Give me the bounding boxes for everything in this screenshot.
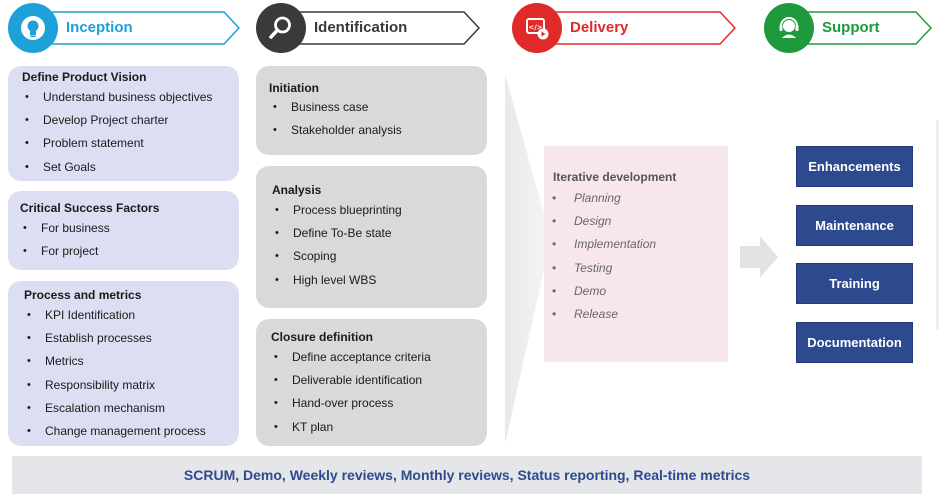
card-analysis: Analysis Process blueprinting Define To-… (256, 166, 487, 308)
support-item-training: Training (796, 263, 913, 304)
list-item: High level WBS (275, 269, 402, 292)
list-item: Responsibility matrix (27, 374, 206, 397)
phase-inception: Inception (8, 3, 240, 53)
list-item: Metrics (27, 350, 206, 373)
arrow-right-icon (740, 236, 778, 278)
card-title: Iterative development (553, 170, 677, 184)
card-title: Define Product Vision (22, 70, 147, 84)
list-item: Hand-over process (274, 392, 431, 415)
list-item: Define To-Be state (275, 222, 402, 245)
list-item: Testing (552, 257, 656, 280)
phase-title: Support (822, 19, 880, 36)
list-item: Change management process (27, 420, 206, 443)
list-item: Problem statement (25, 132, 212, 155)
list-item: KT plan (274, 416, 431, 439)
phase-identification: Identification (256, 3, 480, 53)
list-item: Implementation (552, 233, 656, 256)
list-item: Design (552, 210, 656, 233)
list-item: Scoping (275, 245, 402, 268)
card-title: Critical Success Factors (20, 201, 160, 215)
list-item: Deliverable identification (274, 369, 431, 392)
edge-divider (936, 120, 939, 330)
support-item-maintenance: Maintenance (796, 205, 913, 246)
phase-title: Delivery (570, 19, 629, 36)
list-item: Release (552, 303, 656, 326)
card-iterative-development: Iterative development Planning Design Im… (544, 146, 728, 362)
lightbulb-icon (8, 3, 58, 53)
card-title: Initiation (269, 81, 319, 95)
card-closure-definition: Closure definition Define acceptance cri… (256, 319, 487, 446)
list-item: Develop Project charter (25, 109, 212, 132)
list-item: For project (23, 240, 110, 263)
list-item: Business case (273, 96, 402, 119)
list-item: Understand business objectives (25, 86, 212, 109)
headset-agent-icon (764, 3, 814, 53)
flow-arrow-shape (505, 74, 551, 444)
card-title: Closure definition (271, 330, 373, 344)
card-title: Analysis (272, 183, 322, 197)
phase-title: Inception (66, 19, 133, 36)
list-item: Establish processes (27, 327, 206, 350)
list-item: KPI Identification (27, 304, 206, 327)
card-title: Process and metrics (24, 288, 142, 302)
phase-support: Support (764, 3, 932, 53)
footer-banner: SCRUM, Demo, Weekly reviews, Monthly rev… (12, 456, 922, 494)
list-item: Escalation mechanism (27, 397, 206, 420)
card-process-and-metrics: Process and metrics KPI Identification E… (8, 281, 239, 446)
list-item: Set Goals (25, 156, 212, 179)
card-initiation: Initiation Business case Stakeholder ana… (256, 66, 487, 155)
list-item: Define acceptance criteria (274, 346, 431, 369)
phase-title: Identification (314, 19, 408, 36)
card-critical-success-factors: Critical Success Factors For business Fo… (8, 191, 239, 270)
code-play-icon: </> (512, 3, 562, 53)
list-item: Stakeholder analysis (273, 119, 402, 142)
support-item-documentation: Documentation (796, 322, 913, 363)
list-item: Process blueprinting (275, 199, 402, 222)
card-define-product-vision: Define Product Vision Understand busines… (8, 66, 239, 181)
svg-text:</>: </> (528, 24, 542, 32)
list-item: Planning (552, 187, 656, 210)
list-item: Demo (552, 280, 656, 303)
support-item-enhancements: Enhancements (796, 146, 913, 187)
list-item: For business (23, 217, 110, 240)
magnifier-icon (256, 3, 306, 53)
phase-delivery: </> Delivery (512, 3, 736, 53)
